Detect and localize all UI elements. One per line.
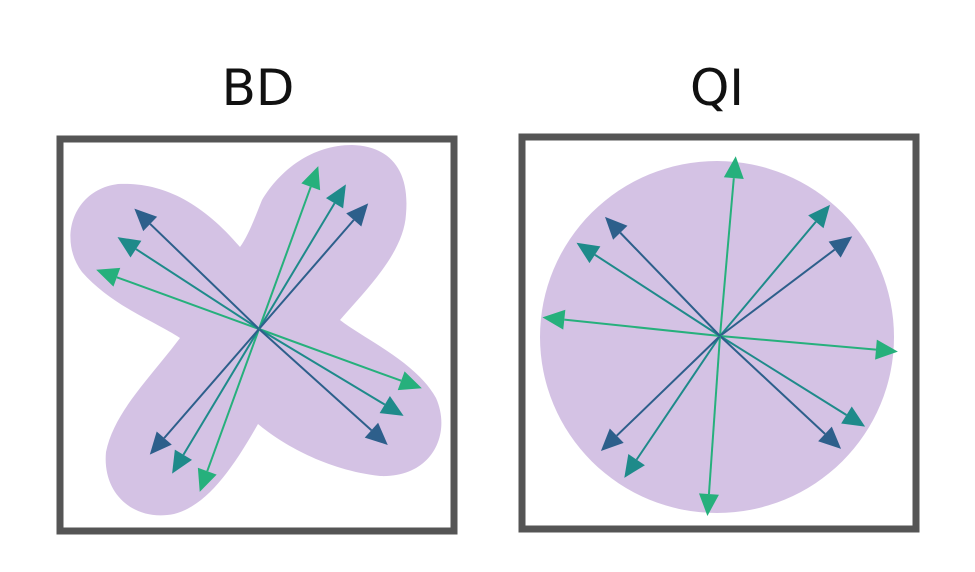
bd-arrow-blue-5-head <box>346 203 369 227</box>
qi-arrow-green-0 <box>719 156 744 337</box>
qi-arrow-green-3-head <box>875 339 898 360</box>
panel-qi <box>518 133 920 533</box>
bd-region-cross <box>70 145 442 516</box>
qi-arrow-green-6 <box>698 335 721 516</box>
bd-arrow-teal-10-shaft <box>182 328 260 456</box>
bd-arrow-green-9 <box>197 328 260 492</box>
bd-arrow-teal-4-head <box>325 184 346 209</box>
panel-bd <box>56 135 458 535</box>
bd-arrow-teal-4-shaft <box>258 202 336 330</box>
bd-arrow-blue-5 <box>258 203 369 330</box>
qi-arrow-blue-5-head <box>818 426 842 449</box>
bd-arrow-green-3-shaft <box>258 186 312 330</box>
bd-arrow-blue-2 <box>134 208 260 330</box>
qi-arrow-green-6-head <box>698 493 719 516</box>
bd-arrow-green-9-head <box>197 467 217 492</box>
bd-arrow-teal-1-head <box>117 237 142 258</box>
qi-arrow-green-9 <box>542 309 721 337</box>
qi-region-circle <box>540 161 894 513</box>
bd-arrow-green-6-head <box>397 371 422 391</box>
qi-arrow-blue-11 <box>605 216 721 337</box>
qi-arrow-blue-2-shaft <box>719 248 836 337</box>
qi-arrow-blue-8-head <box>600 428 624 451</box>
qi-arrow-green-6-shaft <box>707 335 721 495</box>
bd-arrow-teal-4 <box>258 184 346 330</box>
bd-arrow-blue-2-head <box>134 208 158 232</box>
bd-arrow-blue-5-shaft <box>258 219 355 330</box>
qi-arrow-teal-4 <box>719 335 866 427</box>
qi-arrow-blue-2-head <box>828 236 853 258</box>
qi-arrow-green-3-shaft <box>719 335 877 351</box>
bd-arrow-green-6-shaft <box>258 328 402 382</box>
qi-frame <box>518 133 920 533</box>
bd-arrow-teal-1 <box>117 237 260 330</box>
bd-arrow-blue-8-shaft <box>258 328 373 431</box>
qi-arrow-blue-8 <box>600 335 721 451</box>
qi-arrow-teal-10-head <box>576 242 601 264</box>
bd-arrow-teal-7-head <box>379 395 404 416</box>
qi-arrow-green-9-shaft <box>564 318 721 337</box>
qi-arrow-teal-1-head <box>808 204 830 229</box>
bd-arrow-green-0-head <box>96 267 121 287</box>
qi-arrow-teal-10-shaft <box>594 253 721 337</box>
qi-arrow-green-0-shaft <box>719 178 735 337</box>
bd-arrow-green-3-head <box>301 166 321 191</box>
qi-arrow-teal-7 <box>624 335 721 478</box>
bd-arrow-teal-10-head <box>172 449 193 474</box>
bd-arrow-blue-8 <box>258 328 388 445</box>
bd-arrow-blue-11-head <box>149 431 172 455</box>
qi-arrow-green-9-head <box>542 309 566 330</box>
qi-arrow-teal-7-shaft <box>635 335 721 461</box>
bd-arrow-green-6 <box>258 328 422 391</box>
qi-arrow-blue-8-shaft <box>616 335 721 437</box>
bd-arrow-green-0-shaft <box>116 276 260 330</box>
qi-arrow-teal-4-shaft <box>719 335 847 416</box>
bd-arrow-green-3 <box>258 166 321 330</box>
bd-arrow-green-0 <box>96 267 260 330</box>
qi-arrow-teal-7-head <box>624 454 645 478</box>
qi-arrow-teal-1 <box>719 204 830 337</box>
bd-frame <box>56 135 458 535</box>
panel-title-qi: QI <box>689 59 745 117</box>
bd-arrow-blue-11-shaft <box>163 328 260 439</box>
panel-title-bd: BD <box>221 59 295 117</box>
bd-arrow-green-9-shaft <box>206 328 260 472</box>
qi-arrow-green-3 <box>719 335 898 360</box>
qi-arrow-blue-5 <box>719 335 842 449</box>
qi-arrow-blue-11-shaft <box>619 232 721 337</box>
bd-arrow-blue-2-shaft <box>149 223 260 330</box>
qi-arrow-green-0-head <box>723 156 744 180</box>
qi-arrow-blue-11-head <box>605 216 628 240</box>
bd-arrow-teal-10 <box>172 328 260 474</box>
qi-arrow-blue-2 <box>719 236 853 337</box>
bd-arrow-teal-7-shaft <box>258 328 386 406</box>
bd-arrow-group <box>96 166 422 492</box>
qi-arrow-blue-5-shaft <box>719 335 826 435</box>
bd-arrow-blue-8-head <box>364 422 388 445</box>
qi-arrow-teal-10 <box>576 242 721 337</box>
bd-arrow-blue-11 <box>149 328 260 455</box>
qi-arrow-group <box>542 156 898 516</box>
qi-arrow-teal-1-shaft <box>719 221 817 337</box>
bd-arrow-teal-7 <box>258 328 404 416</box>
qi-arrow-teal-4-head <box>841 406 866 427</box>
bd-arrow-teal-1-shaft <box>135 248 260 330</box>
